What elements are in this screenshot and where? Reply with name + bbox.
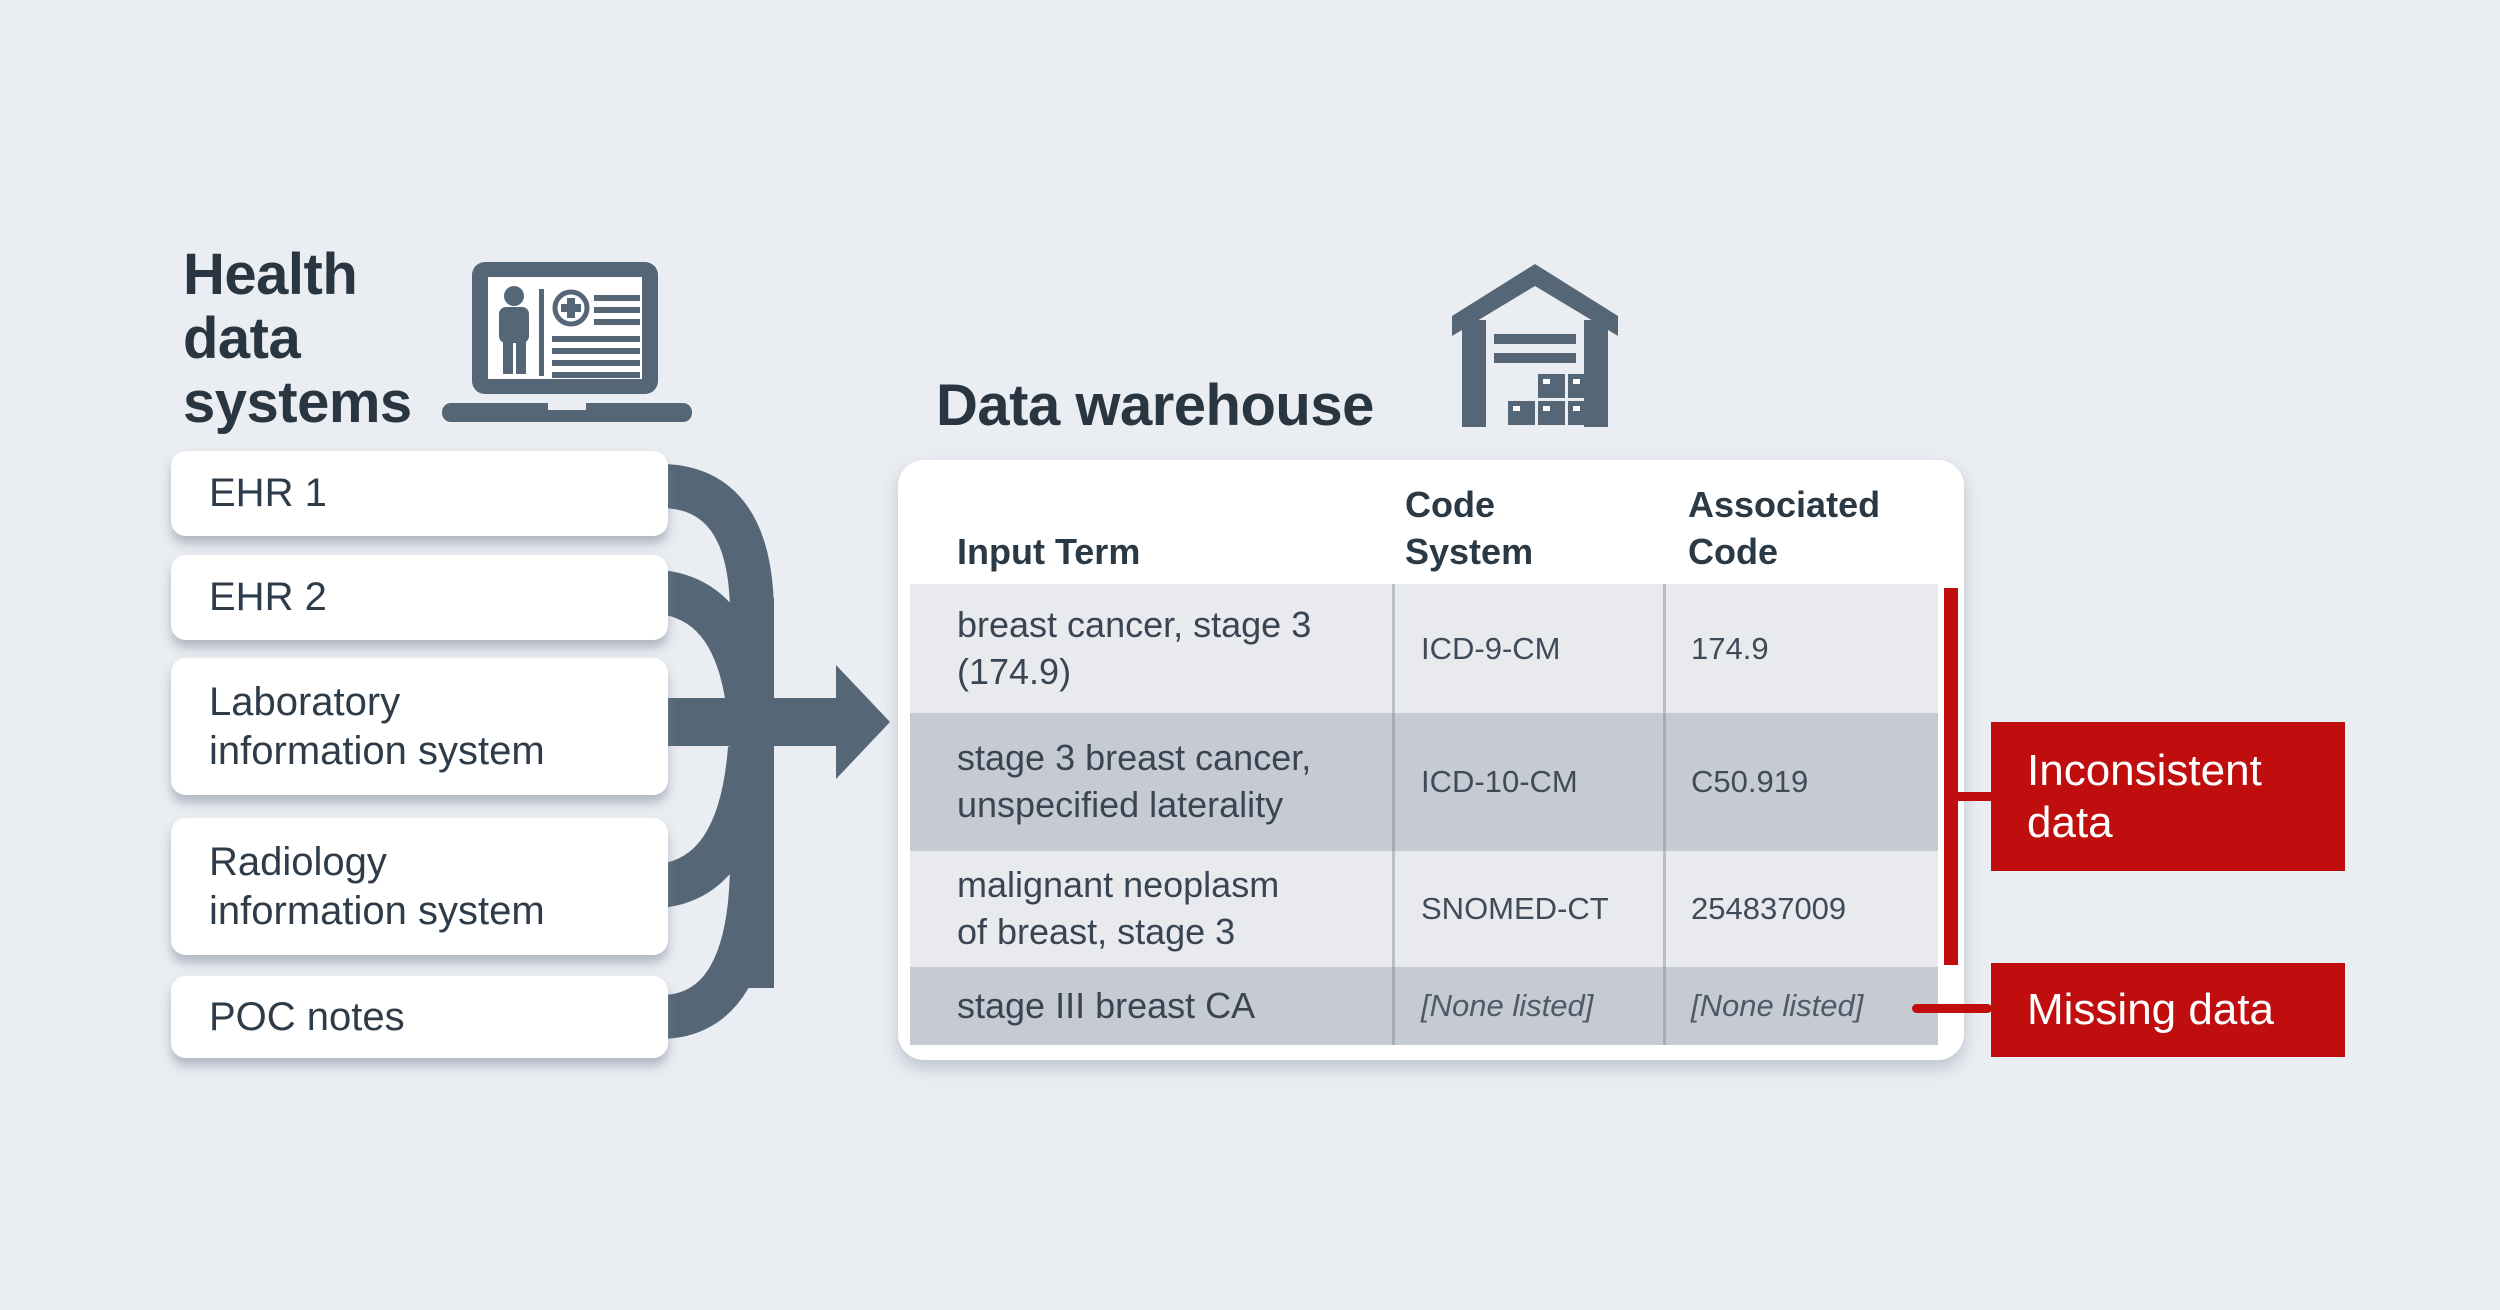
inconsistent-data-text: Inconsistent data	[2027, 746, 2262, 847]
source-label: EHR 2	[209, 575, 327, 620]
missing-data-label: Missing data	[1991, 963, 2345, 1057]
health-data-systems-title: Health data systems	[183, 242, 412, 435]
arrowhead	[836, 665, 890, 779]
missing-data-connector-line	[1912, 1004, 1992, 1013]
laptop-medical-record-icon	[442, 262, 692, 422]
source-box-ehr1: EHR 1	[171, 451, 668, 536]
warehouse-boxes	[1508, 374, 1595, 425]
input-term-cell: stage III breast CA	[957, 984, 1256, 1026]
table-row: malignant neoplasm of breast, stage 3 SN…	[910, 851, 1938, 967]
associated-code-cell: [None listed]	[1663, 967, 1938, 1045]
input-term-cell: malignant neoplasm of breast, stage 3	[957, 864, 1280, 952]
code-system-cell: SNOMED-CT	[1392, 851, 1663, 967]
source-box-ehr2: EHR 2	[171, 555, 668, 640]
table-row: breast cancer, stage 3 (174.9) ICD-9-CM …	[910, 584, 1938, 713]
code-system-cell: ICD-9-CM	[1392, 584, 1663, 713]
source-box-radiology: Radiology information system	[171, 818, 668, 955]
source-label: Radiology information system	[209, 839, 545, 933]
source-box-poc-notes: POC notes	[171, 976, 668, 1058]
column-header-code-system: Code System	[1405, 483, 1534, 573]
missing-data-text: Missing data	[2027, 985, 2275, 1035]
data-warehouse-table-card: Input Term Code System Associated Code b…	[898, 460, 1964, 1060]
source-label: EHR 1	[209, 471, 327, 516]
associated-code-cell: C50.919	[1663, 713, 1938, 851]
column-header-input-term: Input Term	[957, 531, 1141, 573]
table-header-row: Input Term Code System Associated Code	[910, 460, 1938, 584]
data-warehouse-title: Data warehouse	[936, 373, 1374, 438]
source-label: POC notes	[209, 994, 405, 1039]
table-row: stage III breast CA [None listed] [None …	[910, 967, 1938, 1045]
associated-code-cell: 174.9	[1663, 584, 1938, 713]
source-box-laboratory: Laboratory information system	[171, 658, 668, 795]
column-header-associated-code: Associated Code	[1688, 483, 1881, 573]
inconsistent-data-bracket	[1944, 588, 1958, 965]
input-term-cell: breast cancer, stage 3 (174.9)	[957, 603, 1312, 692]
code-system-cell: ICD-10-CM	[1392, 713, 1663, 851]
warehouse-icon	[1452, 264, 1618, 427]
code-system-cell: [None listed]	[1392, 967, 1663, 1045]
table-row: stage 3 breast cancer, unspecified later…	[910, 713, 1938, 851]
inconsistent-connector-line	[1955, 792, 1992, 801]
table-body: breast cancer, stage 3 (174.9) ICD-9-CM …	[910, 584, 1938, 1045]
source-label: Laboratory information system	[209, 679, 545, 773]
inconsistent-data-label: Inconsistent data	[1991, 722, 2345, 871]
merge-arrow	[656, 464, 890, 1039]
associated-code-cell: 254837009	[1663, 851, 1938, 967]
input-term-cell: stage 3 breast cancer, unspecified later…	[957, 737, 1312, 825]
